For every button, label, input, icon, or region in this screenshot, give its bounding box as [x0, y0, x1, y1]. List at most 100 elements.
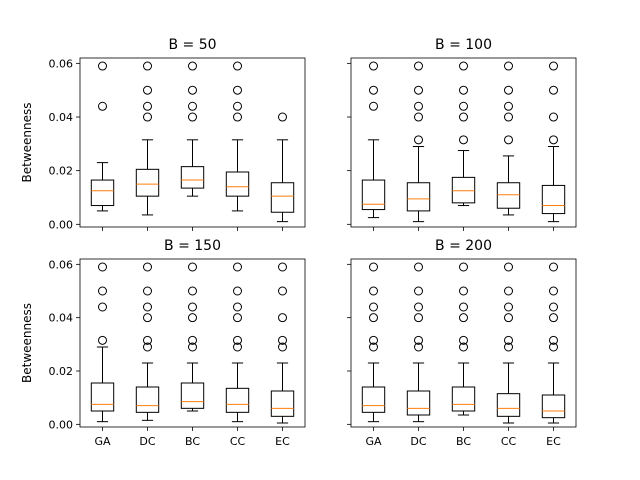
flier-point [549, 262, 558, 272]
box-iqr [225, 171, 250, 197]
flier-point [504, 61, 513, 71]
flier-point [459, 61, 468, 71]
flier-point [549, 85, 558, 95]
flier-point [459, 302, 468, 312]
y-axis-label: Betweenness [20, 103, 34, 183]
flier-point [369, 302, 378, 312]
flier-point [549, 342, 558, 352]
x-tick-label: BC [456, 435, 471, 448]
flier-point [414, 262, 423, 272]
flier-point [233, 313, 242, 323]
flier-point [414, 101, 423, 111]
box-ec [270, 262, 295, 424]
box-iqr [406, 182, 431, 212]
flier-point [414, 342, 423, 352]
box-iqr [270, 390, 295, 417]
axes-frame [350, 57, 577, 228]
flier-point [504, 302, 513, 312]
flier-point [459, 135, 468, 145]
flier-point [459, 313, 468, 323]
flier-point [369, 335, 378, 345]
box-ga [90, 61, 115, 212]
flier-point [504, 262, 513, 272]
flier-point [459, 101, 468, 111]
axes-frame [79, 258, 306, 428]
x-tick-label: EC [546, 435, 561, 448]
flier-point [549, 61, 558, 71]
flier-point [504, 101, 513, 111]
box-iqr [90, 382, 115, 412]
flier-point [369, 85, 378, 95]
flier-point [188, 313, 197, 323]
x-tick-label: BC [185, 435, 200, 448]
box-iqr [361, 179, 386, 211]
flier-point [369, 342, 378, 352]
axes-frame [350, 258, 577, 428]
flier-point [98, 262, 107, 272]
box-iqr [90, 179, 115, 207]
flier-point [278, 342, 287, 352]
box-iqr [361, 386, 386, 413]
box-ga [90, 262, 115, 423]
box-cc [496, 262, 521, 424]
flier-point [278, 112, 287, 122]
flier-point [143, 61, 152, 71]
flier-point [504, 135, 513, 145]
flier-point [188, 61, 197, 71]
flier-point [414, 135, 423, 145]
box-dc [406, 262, 431, 423]
flier-point [459, 335, 468, 345]
flier-point [549, 335, 558, 345]
flier-point [98, 302, 107, 312]
box-dc [406, 61, 431, 223]
flier-point [459, 262, 468, 272]
flier-point [369, 286, 378, 296]
box-dc [135, 262, 160, 421]
flier-point [278, 335, 287, 345]
flier-point [143, 112, 152, 122]
flier-point [504, 342, 513, 352]
box-iqr [496, 393, 521, 417]
x-tick-label: EC [275, 435, 290, 448]
box-ec [270, 112, 295, 223]
flier-point [414, 335, 423, 345]
flier-point [143, 342, 152, 352]
flier-point [188, 286, 197, 296]
panel-2: B = 100 [347, 37, 577, 231]
y-axis-label: Betweenness [20, 303, 34, 383]
panel-title: B = 200 [435, 238, 492, 254]
box-ga [361, 262, 386, 423]
panel-title: B = 100 [435, 37, 492, 53]
flier-point [143, 286, 152, 296]
box-cc [225, 61, 250, 212]
flier-point [414, 61, 423, 71]
flier-point [549, 286, 558, 296]
y-tick-label: 0.00 [49, 218, 74, 231]
flier-point [504, 286, 513, 296]
y-tick-label: 0.06 [49, 258, 74, 271]
y-tick-label: 0.06 [49, 57, 74, 70]
flier-point [233, 262, 242, 272]
flier-point [233, 342, 242, 352]
flier-point [98, 335, 107, 345]
flier-point [188, 302, 197, 312]
flier-point [369, 313, 378, 323]
flier-point [143, 262, 152, 272]
flier-point [188, 262, 197, 272]
flier-point [414, 313, 423, 323]
flier-point [98, 101, 107, 111]
box-iqr [270, 182, 295, 213]
flier-point [459, 85, 468, 95]
flier-point [278, 286, 287, 296]
flier-point [549, 135, 558, 145]
flier-point [143, 85, 152, 95]
flier-point [143, 101, 152, 111]
flier-point [278, 262, 287, 272]
box-iqr [451, 386, 476, 412]
flier-point [459, 342, 468, 352]
box-iqr [180, 166, 205, 189]
